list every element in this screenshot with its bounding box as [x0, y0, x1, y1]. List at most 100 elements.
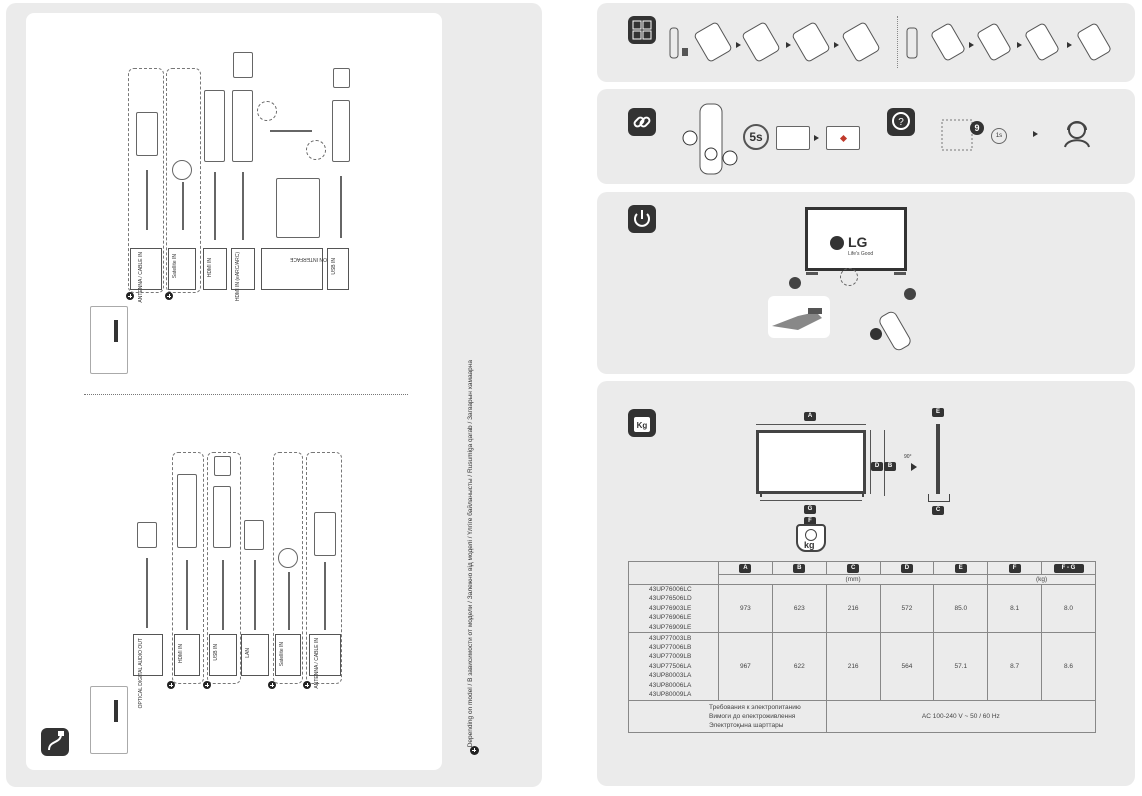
optional-highlight-2 [306, 140, 326, 160]
external-hdd [332, 100, 350, 162]
tv-side-view-top [90, 306, 128, 374]
bluray-player-2 [232, 90, 253, 162]
header-fg: F - G [1053, 563, 1084, 573]
hdmi-group [172, 452, 204, 684]
bluray-player-1 [204, 90, 225, 162]
remote-pairing-illustration [680, 102, 740, 180]
svg-text:?: ? [898, 117, 904, 128]
hdmi-cable-2 [242, 172, 244, 240]
table-row: 43UP76006LC 43UP76506LD 43UP76903LE 43UP… [628, 583, 1096, 634]
tv-side-outline [936, 424, 940, 494]
model-name: 43UP76909LE [649, 623, 692, 631]
side-stand [928, 494, 950, 502]
antenna-group [128, 68, 164, 293]
power-icon [628, 205, 656, 233]
header-c: C [847, 563, 860, 573]
satellite-cable-b [288, 572, 290, 630]
tv-side-icon [114, 700, 118, 722]
power-requirements-label: Требования к электропитанию Вимоги до ел… [628, 700, 827, 734]
port-optical [133, 634, 163, 676]
model-list: 43UP77003LB 43UP77006LB 43UP77009LB 43UP… [628, 632, 719, 702]
dimension-c-label: C [932, 506, 944, 515]
bluray-player-b [177, 474, 197, 548]
header-a: A [739, 563, 752, 573]
antenna-group-b [306, 452, 342, 684]
port-usb-b [209, 634, 237, 676]
model-name: 43UP76903LE [649, 604, 692, 612]
model-name: 43UP76906LE [649, 614, 692, 622]
battery-step-illustrations-alt [905, 22, 1115, 62]
audio-receiver [233, 52, 253, 78]
sound-left-icon [788, 276, 802, 290]
port-usb-label: USB IN [331, 258, 337, 275]
weight-icon: Kg [628, 409, 656, 437]
ci-module [276, 178, 320, 238]
value-f: 8.7 [987, 632, 1043, 702]
port-antenna-b [309, 634, 341, 676]
value-fg: 8.6 [1041, 632, 1096, 702]
plus-icon [303, 681, 311, 689]
rotate-arrow-icon [911, 463, 917, 471]
plus-icon [126, 292, 134, 300]
value-b: 623 [771, 583, 827, 634]
port-hdmi-earc-label: HDMI IN (eARC/ARC) [235, 252, 241, 302]
header-b: B [793, 563, 806, 573]
scale-dial [805, 529, 817, 541]
model-name: 43UP77003LB [649, 634, 692, 642]
dimension-d-line [870, 430, 871, 494]
unit-mm: (mm) [717, 574, 989, 585]
value-d: 572 [879, 583, 935, 634]
dimension-f-label: F [804, 517, 816, 526]
lan-cable [254, 560, 256, 630]
arrow-icon [814, 135, 819, 141]
value-fg: 8.0 [1041, 583, 1096, 634]
remote-power-illustration [868, 306, 918, 352]
lg-logo-icon [830, 236, 844, 250]
brand-tagline: Life's Good [848, 251, 874, 257]
tv-side-icon [114, 320, 118, 342]
model-name: 43UP80009LA [649, 691, 692, 699]
timer-1s: 1s [991, 128, 1007, 144]
value-e: 85.0 [933, 583, 989, 634]
port-satellite-b-label: Satellite IN [279, 642, 285, 667]
heart-icon [839, 134, 848, 143]
header-f: F [1008, 563, 1021, 573]
external-hdd-b [213, 486, 231, 548]
stand-feet [760, 494, 864, 497]
dimension-g-line [760, 500, 862, 501]
plus-icon [165, 292, 173, 300]
plus-icon [268, 681, 276, 689]
model-name: 43UP77006LB [649, 644, 692, 652]
dimension-d-label: D [871, 462, 883, 471]
dimension-g-label: G [804, 505, 816, 514]
port-antenna [130, 248, 162, 290]
usb-cable-b [222, 560, 224, 630]
table-row: 43UP77003LB 43UP77006LB 43UP77009LB 43UP… [628, 632, 1096, 702]
header-e: E [954, 563, 967, 573]
satellite-dish [172, 160, 192, 180]
cable-connection-icon [41, 728, 69, 756]
value-e: 57.1 [933, 632, 989, 702]
satellite-group-b [273, 452, 303, 684]
optical-cable [146, 558, 148, 628]
satellite-group [166, 68, 201, 293]
battery-icon [628, 16, 656, 44]
model-name: 43UP76006LC [649, 586, 692, 593]
power-label-line: Требования к электропитанию [709, 704, 801, 712]
optional-highlight-1 [257, 101, 277, 121]
power-requirements-value: AC 100-240 V ~ 50 / 60 Hz [825, 700, 1097, 734]
plus-icon [203, 681, 211, 689]
model-list: 43UP76006LC 43UP76506LD 43UP76903LE 43UP… [628, 583, 719, 634]
support-agent-icon [1062, 118, 1092, 148]
value-a: 973 [717, 583, 773, 634]
plus-icon [470, 746, 479, 755]
value-f: 8.1 [987, 583, 1043, 634]
port-satellite-label: Satellite IN [172, 254, 178, 279]
model-name: 43UP77009LB [649, 653, 692, 661]
spec-table: A B C D E F F - G (mm) (kg) 43UP76006LC … [628, 561, 1097, 734]
tv-screen-blank [776, 126, 810, 150]
port-optical-label: OPTICAL DIGITAL AUDIO OUT [138, 638, 144, 709]
usb-device-b [214, 456, 231, 476]
model-name: 43UP80003LA [649, 672, 692, 680]
model-name: 43UP80006LA [649, 681, 692, 689]
